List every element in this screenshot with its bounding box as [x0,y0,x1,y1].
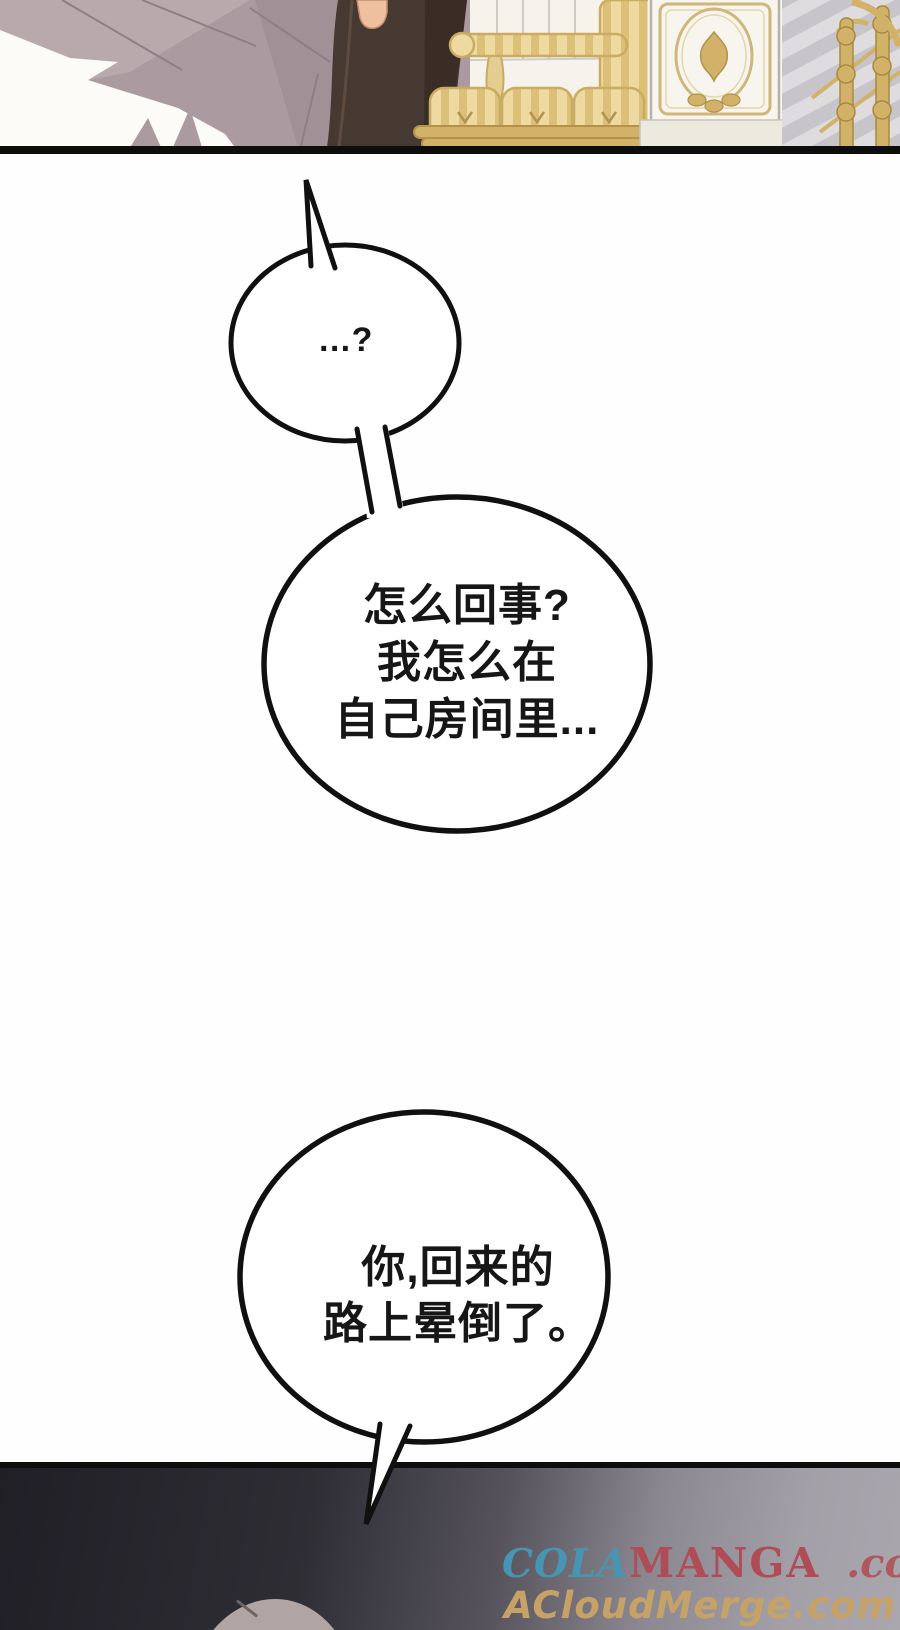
bubble-2-line-1: 怎么回事? [363,581,571,630]
character-head [188,1599,356,1630]
watermark-manga-text: MANGA [628,1539,821,1587]
bubble-1-text: …? [235,305,455,375]
bubble-3-line-1: 你,回来的 [361,1243,555,1292]
bubble-3-text: 你,回来的 路上晕倒了。 [268,1240,648,1352]
speech-bubble-1-tail [303,179,338,271]
hair-line [235,1599,259,1618]
bubble-connector-left-line [354,426,375,515]
bubble-3-line-2: 路上晕倒了。 [323,1299,593,1348]
panel-border [0,146,900,154]
hand [356,0,388,30]
watermark-com-text: .com [846,1540,900,1587]
watermark-colamanga: COLAMANGA .com [502,1541,900,1595]
bubble-2-line-2: 我怎么在 [377,638,557,687]
bubble-1-line: …? [317,321,373,359]
panel-bottom [0,1462,900,1630]
bubble-connector-fill [356,423,405,518]
gold-posts [810,0,900,154]
bubble-2-line-3: 自己房间里... [334,695,600,744]
white-fabric-highlight [0,30,240,154]
watermark-cola-text: COLA [502,1541,629,1587]
gold-medallion-pillar [639,0,791,154]
bubble-connector-right-line [382,424,403,509]
panel-top-artwork [0,0,900,154]
watermark-acloudmerge: ACloudMerge.com [504,1584,897,1627]
bubble-2-text: 怎么回事? 我怎么在 自己房间里... [277,577,657,748]
